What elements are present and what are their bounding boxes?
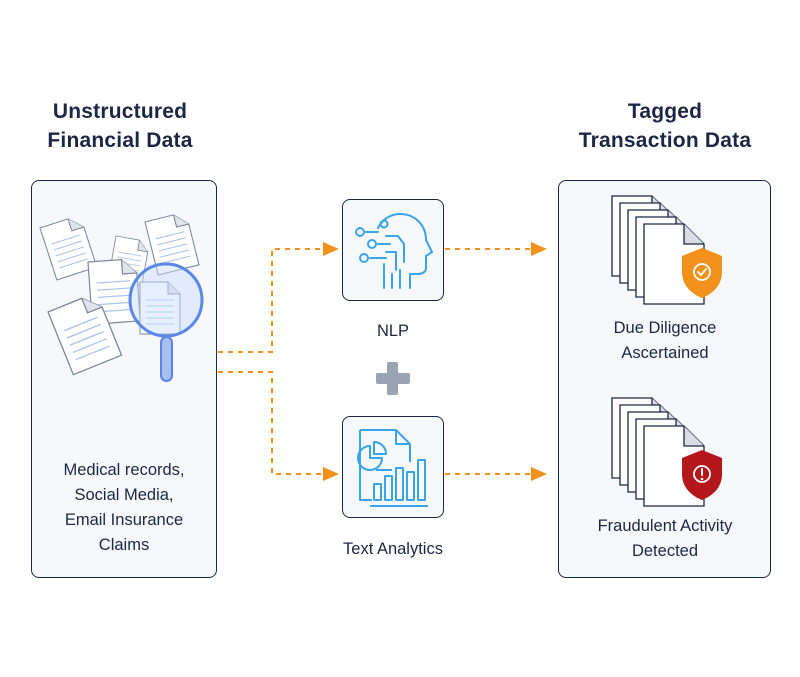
text-analytics-label: Text Analytics	[343, 540, 443, 558]
right-column-title: Tagged Transaction Data	[578, 100, 752, 152]
flow-connectors	[218, 248, 532, 475]
shield-check-icon	[682, 248, 722, 298]
document-chart-icon	[357, 429, 428, 507]
nlp-label: NLP	[376, 322, 410, 340]
due-diligence-label: Due Diligence Ascertained	[613, 319, 717, 362]
arrow-heads	[323, 242, 547, 481]
data-sources-caption: Medical records, Social Media, Email Ins…	[63, 461, 185, 554]
left-column-title: Unstructured Financial Data	[47, 100, 193, 152]
shield-alert-icon	[682, 450, 722, 500]
ai-head-icon	[355, 213, 433, 289]
fraud-detected-label: Fraudulent Activity Detected	[597, 517, 733, 560]
magnifier-icon	[128, 262, 204, 382]
plus-icon	[376, 362, 410, 395]
